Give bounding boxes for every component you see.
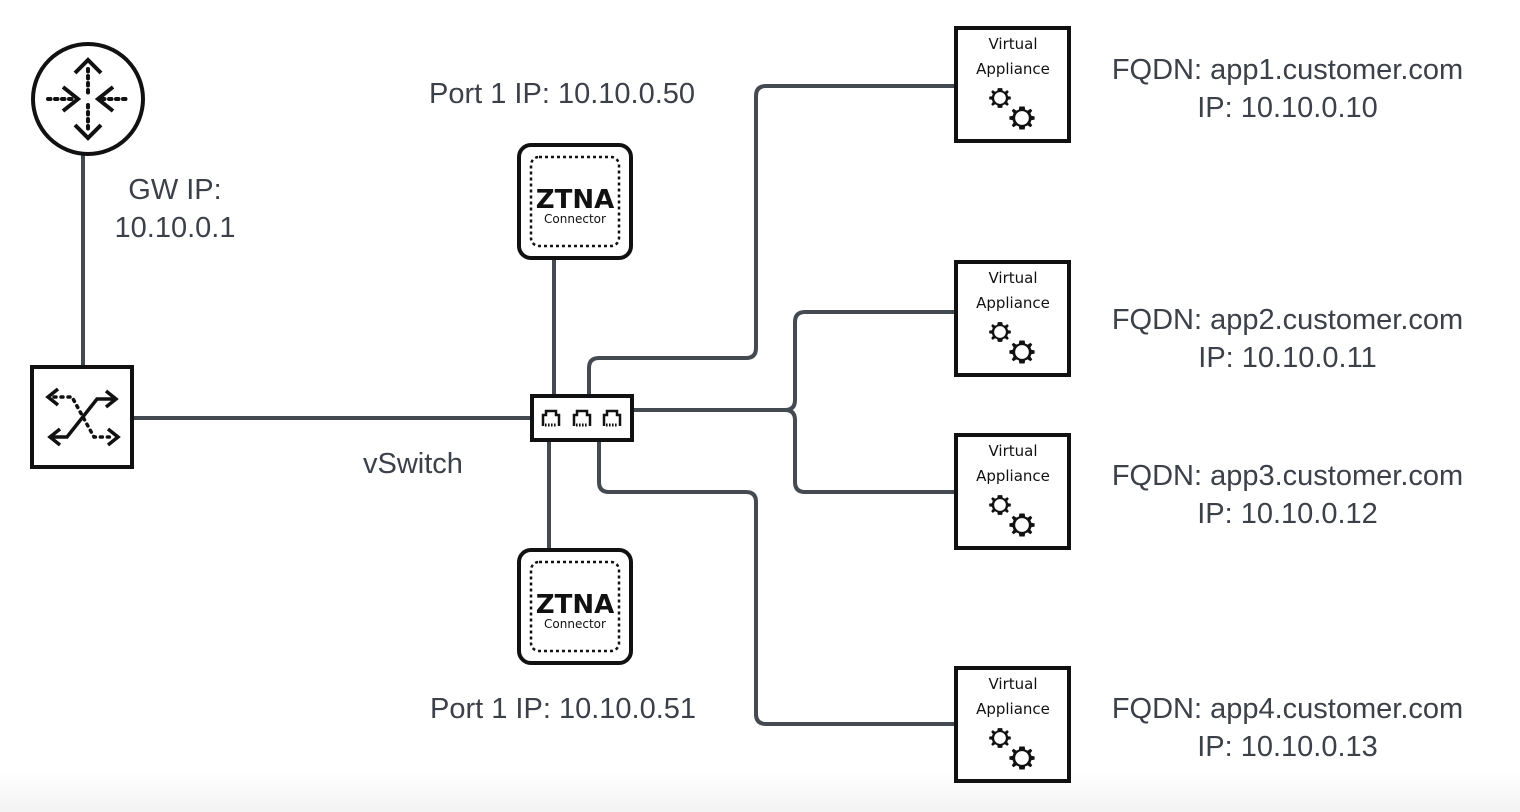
appliance-label-line1: Virtual: [988, 269, 1037, 287]
appliance-label-line1: Virtual: [988, 35, 1037, 53]
appliance-2-info: FQDN: app2.customer.com IP: 10.10.0.11: [1085, 302, 1490, 377]
virtual-appliance-4[interactable]: Virtual Appliance: [954, 666, 1071, 783]
connection-lines: [81, 84, 956, 726]
appliance-ip: IP: 10.10.0.10: [1197, 91, 1378, 124]
appliance-fqdn: FQDN: app3.customer.com: [1111, 460, 1464, 492]
uplink-switch[interactable]: [30, 365, 134, 469]
gateway-ip-label-line1: GW IP:: [128, 174, 222, 206]
link-vswitch-to-app2: [633, 310, 956, 412]
gateway-ip-label: GW IP: 10.10.0.1: [100, 172, 250, 247]
appliance-ip: IP: 10.10.0.12: [1197, 497, 1378, 530]
appliance-ip: IP: 10.10.0.11: [1198, 341, 1377, 374]
gateway-router[interactable]: [31, 42, 145, 156]
virtual-appliance-3[interactable]: Virtual Appliance: [954, 433, 1071, 550]
router-icon: [46, 57, 130, 141]
appliance-3-info: FQDN: app3.customer.com IP: 10.10.0.12: [1085, 458, 1490, 533]
virtual-appliance-2[interactable]: Virtual Appliance: [954, 260, 1071, 377]
switch-icon: [45, 387, 121, 447]
appliance-label-line2: Appliance: [976, 294, 1050, 312]
ztna-connector-2[interactable]: ZTNA Connector: [517, 548, 633, 665]
appliance-fqdn: FQDN: app2.customer.com: [1111, 304, 1464, 336]
connector-1-ip-label: Port 1 IP: 10.10.0.50: [429, 78, 696, 110]
appliance-4-info: FQDN: app4.customer.com IP: 10.10.0.13: [1085, 691, 1490, 766]
appliance-label-line2: Appliance: [976, 467, 1050, 485]
appliance-label-line1: Virtual: [988, 442, 1037, 460]
connector-subtitle: Connector: [544, 617, 606, 631]
vswitch[interactable]: [530, 394, 634, 442]
appliance-label-line2: Appliance: [976, 60, 1050, 78]
connector-title: ZTNA: [536, 590, 614, 620]
appliance-fqdn: FQDN: app1.customer.com: [1111, 54, 1464, 86]
vswitch-label: vSwitch: [363, 448, 463, 480]
appliance-label-line1: Virtual: [988, 675, 1037, 693]
link-vswitch-to-app1: [587, 84, 956, 396]
connector-subtitle: Connector: [544, 212, 606, 226]
virtual-appliance-1[interactable]: Virtual Appliance: [954, 26, 1071, 143]
link-vswitch-to-app3: [633, 408, 956, 494]
appliance-ip: IP: 10.10.0.13: [1197, 730, 1378, 763]
connector-2-ip-label: Port 1 IP: 10.10.0.51: [430, 693, 697, 725]
gateway-ip-label-line2: 10.10.0.1: [114, 211, 236, 244]
appliance-label-line2: Appliance: [976, 700, 1050, 718]
appliance-1-info: FQDN: app1.customer.com IP: 10.10.0.10: [1085, 52, 1490, 127]
ztna-connector-1[interactable]: ZTNA Connector: [517, 143, 633, 260]
link-vswitch-to-app4: [597, 440, 956, 726]
appliance-fqdn: FQDN: app4.customer.com: [1111, 693, 1464, 725]
connector-title: ZTNA: [536, 185, 614, 215]
